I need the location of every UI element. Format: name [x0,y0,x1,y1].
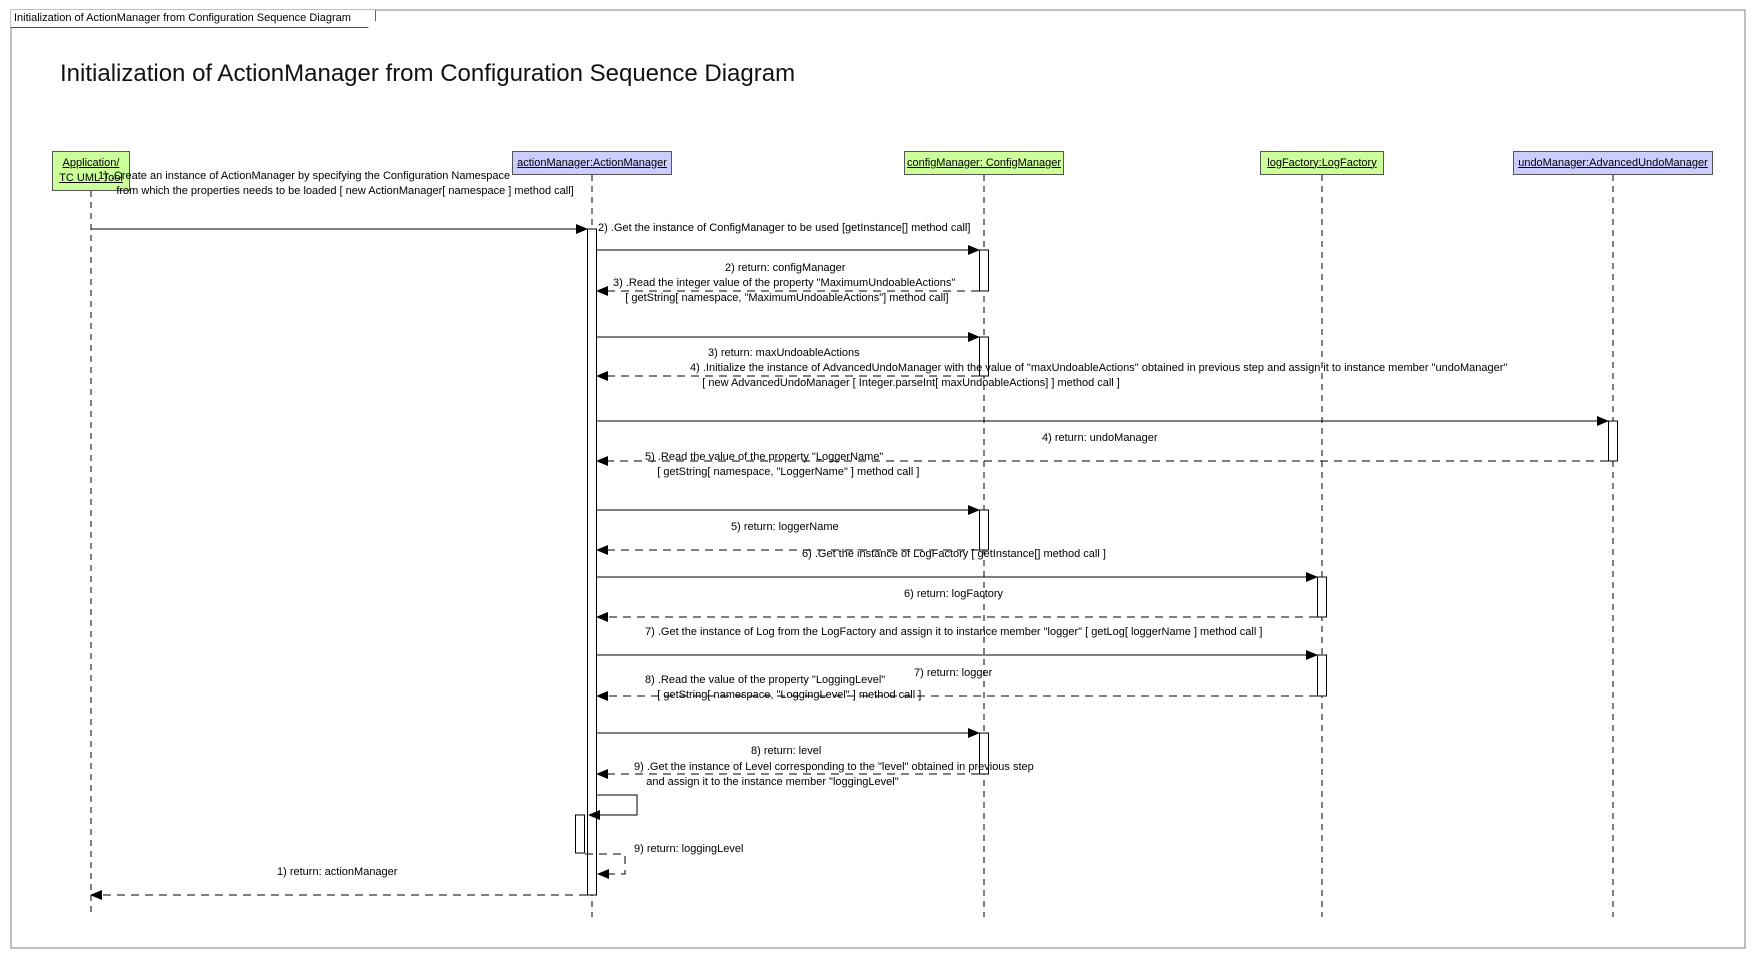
activation-bar [979,249,989,292]
message-label-14: 8) .Read the value of the property "Logg… [645,674,922,701]
message-label-16: 9) .Get the instance of Level correspond… [634,761,1034,788]
message-label-3: 2) return: configManager [725,262,846,274]
message-label-10: 6) .Get the instance of LogFactory [ get… [802,548,1106,560]
message-label-2: 2) .Get the instance of ConfigManager to… [598,222,971,234]
activation-bar [1317,576,1327,618]
message-label-6: 4) .Initialize the instance of AdvancedU… [690,362,1508,389]
activation-bar [979,732,989,775]
lifeline-am: actionManager:ActionManager [512,151,672,175]
message-label-9: 5) return: loggerName [731,521,839,533]
message-label-15: 8) return: level [751,745,822,757]
activation-bar [1608,420,1618,462]
activation-bar [1317,654,1327,697]
message-label-7: 4) return: undoManager [1042,432,1158,444]
message-label-8: 5) .Read the value of the property "Logg… [645,451,920,478]
message-16 [588,794,638,820]
lifeline-app: Application/ TC UML Tool [52,151,130,191]
lifeline-um: undoManager:AdvancedUndoManager [1513,151,1713,175]
diagram-frame [10,9,1746,949]
message-label-4: 3) .Read the integer value of the proper… [613,277,956,304]
message-label-17: 9) return: loggingLevel [634,843,744,855]
activation-bar [575,814,585,854]
activation-bar [979,336,989,377]
message-17 [585,853,626,879]
frame-label: Initialization of ActionManager from Con… [11,10,376,28]
message-label-11: 6) return: logFactory [904,588,1004,600]
activation-bar [979,509,989,551]
message-label-5: 3) return: maxUndoableActions [708,347,860,359]
message-label-13: 7) return: logger [914,667,993,679]
lifeline-lf: logFactory:LogFactory [1260,151,1384,175]
lifeline-cm: configManager: ConfigManager [904,151,1064,175]
activation-bar [587,228,597,896]
message-label-12: 7) .Get the instance of Log from the Log… [645,626,1263,638]
message-label-18: 1) return: actionManager [277,866,398,878]
message-label-1: 1) .Create an instance of ActionManager … [98,170,574,197]
diagram-title: Initialization of ActionManager from Con… [60,60,796,87]
